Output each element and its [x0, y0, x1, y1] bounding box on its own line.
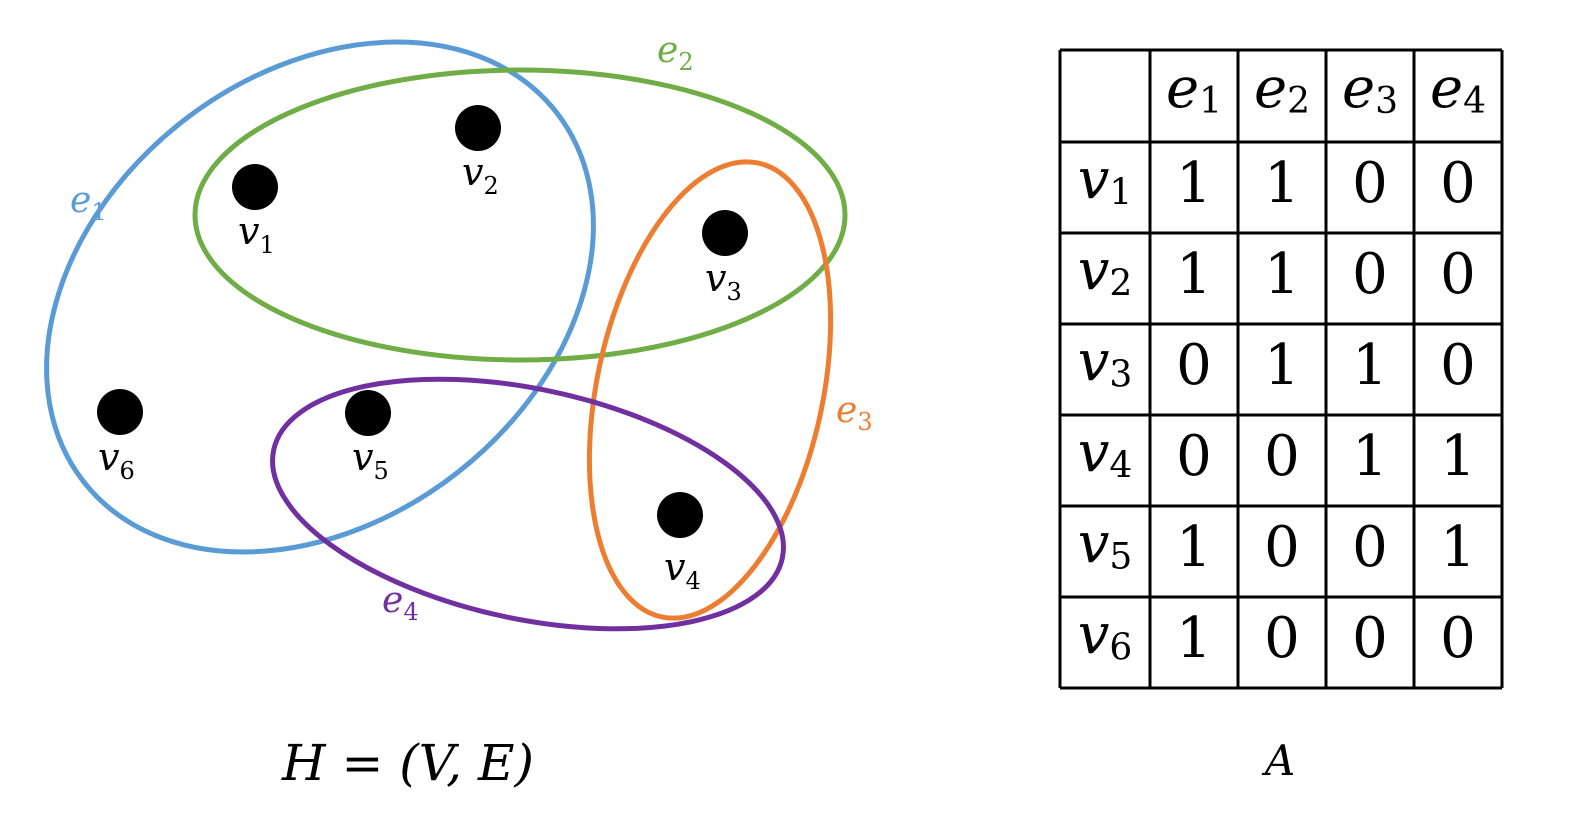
matrix-cell: 0 [1352, 606, 1388, 671]
edge-label-e2: e2 [657, 30, 694, 76]
matrix-col-header-e2: e2 [1254, 56, 1310, 123]
matrix-cell: 0 [1264, 515, 1300, 580]
matrix-col-header-e3: e3 [1342, 56, 1398, 123]
incidence-matrix-header: e1 e2 e3 e4 [1166, 56, 1486, 123]
hypergraph-caption: H = (V, E) [281, 734, 534, 792]
vertex-v5 [345, 390, 391, 436]
matrix-cell: 1 [1352, 333, 1388, 398]
matrix-col-header-e1: e1 [1166, 56, 1222, 123]
matrix-cell: 0 [1440, 606, 1476, 671]
vertex-labels: v1 v2 v3 v4 v5 v6 [98, 150, 742, 595]
matrix-row-header-v6: v6 [1078, 602, 1133, 669]
vertices [97, 105, 748, 538]
hyperedge-e4 [270, 376, 786, 632]
matrix-cell: 1 [1264, 242, 1300, 307]
matrix-row-header-v1: v1 [1078, 147, 1133, 214]
vertex-v4 [657, 492, 703, 538]
matrix-cell: 1 [1440, 424, 1476, 489]
matrix-cell: 1 [1264, 333, 1300, 398]
matrix-row-header-v5: v5 [1078, 511, 1133, 578]
matrix-cell: 1 [1176, 606, 1212, 671]
matrix-cell: 0 [1440, 242, 1476, 307]
matrix-cell: 1 [1176, 151, 1212, 216]
matrix-cell: 0 [1264, 424, 1300, 489]
matrix-cell: 1 [1176, 242, 1212, 307]
hyperedge-e2 [192, 67, 848, 363]
incidence-matrix-grid [1058, 48, 1504, 690]
matrix-caption: A [1261, 736, 1295, 785]
matrix-cell: 0 [1264, 606, 1300, 671]
hyperedge-e3 [586, 159, 834, 621]
hyperedges [44, 39, 848, 632]
matrix-row-header-v2: v2 [1078, 238, 1133, 305]
matrix-cell: 0 [1176, 424, 1212, 489]
matrix-cell: 1 [1176, 515, 1212, 580]
edge-label-e4: e4 [382, 580, 419, 626]
vertex-v6 [97, 389, 143, 435]
vertex-v2 [455, 105, 501, 151]
vertex-v1 [232, 164, 278, 210]
matrix-cell: 0 [1352, 151, 1388, 216]
matrix-cell: 0 [1352, 242, 1388, 307]
matrix-cell: 0 [1176, 333, 1212, 398]
vertex-label-v6: v6 [98, 435, 135, 485]
matrix-cell: 1 [1352, 424, 1388, 489]
hyperedge-e1 [44, 39, 596, 555]
vertex-v3 [702, 210, 748, 256]
matrix-cell: 0 [1352, 515, 1388, 580]
matrix-cell: 0 [1440, 333, 1476, 398]
matrix-col-header-e4: e4 [1430, 56, 1486, 123]
edge-label-e1: e1 [70, 180, 107, 226]
hyperedge-labels: e1 e2 e3 e4 [70, 30, 873, 626]
vertex-label-v2: v2 [462, 150, 499, 200]
matrix-cell: 0 [1440, 151, 1476, 216]
matrix-cell: 1 [1264, 151, 1300, 216]
matrix-row-header-v3: v3 [1078, 329, 1133, 396]
vertex-label-v1: v1 [238, 209, 275, 259]
vertex-label-v3: v3 [705, 256, 742, 306]
matrix-cell: 1 [1440, 515, 1476, 580]
matrix-row-header-v4: v4 [1078, 420, 1133, 487]
edge-label-e3: e3 [836, 390, 873, 436]
vertex-label-v4: v4 [664, 545, 701, 595]
vertex-label-v5: v5 [352, 435, 389, 485]
